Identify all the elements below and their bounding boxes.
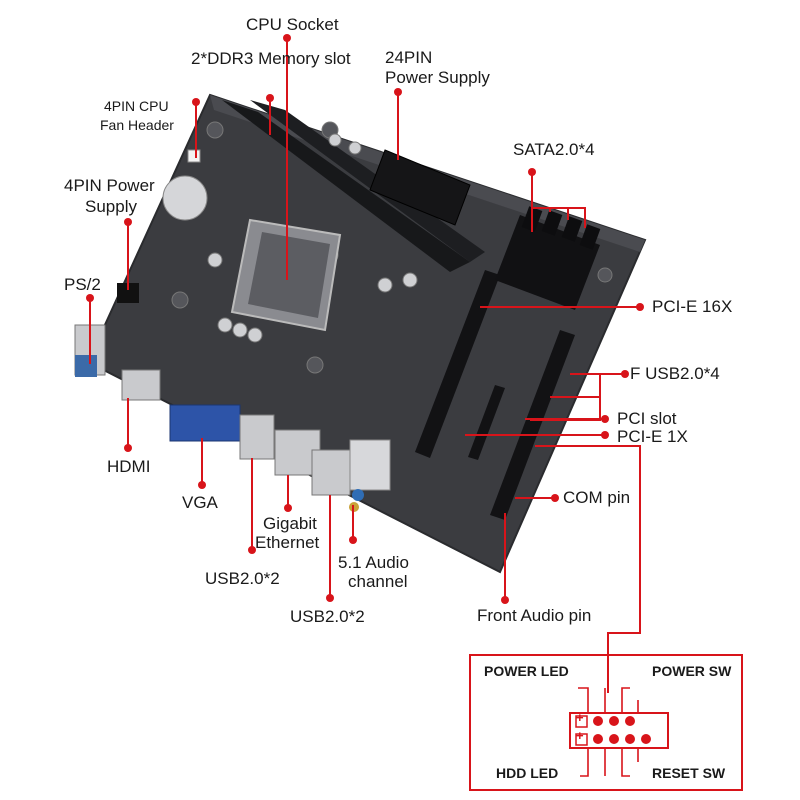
label-usb-rear-b: USB2.0*2 [290,607,365,626]
label-cpu-fan-line1: 4PIN CPU [104,98,169,114]
label-cpu-fan-line2: Fan Header [100,117,174,133]
capacitor [377,277,393,293]
callout-dot [394,88,402,96]
sata-port [579,224,601,250]
label-4pin-power-line1: 4PIN Power [64,176,155,195]
callout-dot [601,415,609,423]
cpu-socket-inner [248,232,330,318]
capacitor [232,322,248,338]
label-audio-line1: 5.1 Audio [338,553,409,572]
header-pin [593,734,603,744]
pcie-16x-slot [415,270,500,458]
callout-dot [284,504,292,512]
header-pin-2 [575,733,588,746]
ddr3-slot-b [250,100,485,262]
label-hdmi: HDMI [107,457,151,476]
front-panel-box [469,654,743,791]
label-usb-rear-a: USB2.0*2 [205,569,280,588]
callout-dot [528,168,536,176]
callout-dot [266,94,274,102]
callout-dot [198,481,206,489]
cmos-battery [162,175,208,221]
callout-dot [601,431,609,439]
callout-dot [636,303,644,311]
label-24pin-line2: Power Supply [385,68,490,87]
capacitor [348,141,362,155]
capacitor [217,317,233,333]
label-hdd-led: HDD LED [496,765,559,781]
callout-dot [501,596,509,604]
label-power-led: POWER LED [484,663,569,679]
mounting-hole [306,356,324,374]
label-24pin-line1: 24PIN [385,48,433,67]
hdmi-port [121,369,161,401]
label-gigabit-line1: Gigabit [263,514,317,533]
callout-dot [621,370,629,378]
label-cpu-socket: CPU Socket [246,15,339,34]
capacitor [402,272,418,288]
label-power-sw: POWER SW [652,663,732,679]
audio-jack-block [349,439,391,491]
callout-dot [326,594,334,602]
label-reset-sw: RESET SW [652,765,726,781]
callout-dot [248,546,256,554]
label-sata: SATA2.0*4 [513,140,595,159]
callout-dot [192,98,200,106]
header-pin-1 [575,715,588,728]
label-pcie-16x: PCI-E 16X [652,297,733,316]
header-pin [609,734,619,744]
label-audio-line2: channel [348,572,408,591]
pci-slot [490,330,575,520]
sata-port [561,216,583,242]
label-ddr3-slot: 2*DDR3 Memory slot [191,49,351,68]
plus-symbol-bottom: + [576,728,584,743]
label-f-usb: F USB2.0*4 [630,364,720,383]
sata-port [541,210,563,236]
header-pin [625,716,635,726]
label-front-audio: Front Audio pin [477,606,592,625]
mounting-hole [597,267,613,283]
usb-port-rear-a [239,414,275,460]
label-gigabit-line2: Ethernet [255,533,320,552]
callout-dot [283,34,291,42]
capacitor [207,252,223,268]
header-pin [609,716,619,726]
label-pcie-1x: PCI-E 1X [617,427,688,446]
vga-port [169,404,241,442]
ddr3-slot-a [222,100,470,272]
callout-dot [349,536,357,544]
capacitor [328,133,342,147]
usb-port-rear-b [311,449,351,496]
atx-24pin-connector [369,149,471,226]
label-vga: VGA [182,493,218,512]
label-com-pin: COM pin [563,488,631,507]
label-pci-slot: PCI slot [617,409,677,428]
audio-jack [352,489,364,501]
callout-dot [86,294,94,302]
plus-symbol-top: + [576,710,584,725]
power-4pin-connector [117,283,139,303]
front-panel-header [569,712,669,749]
ps2-port-face [75,355,97,377]
capacitor [247,327,263,343]
mounting-hole [206,121,224,139]
header-pin [593,716,603,726]
callout-dot [124,444,132,452]
pcie-1x-slot [468,385,505,460]
header-pin [625,734,635,744]
header-pin [641,734,651,744]
callout-dot [551,494,559,502]
label-ps2: PS/2 [64,275,101,294]
label-4pin-power-line2: Supply [85,197,137,216]
callout-dot [124,218,132,226]
mounting-hole [171,291,189,309]
